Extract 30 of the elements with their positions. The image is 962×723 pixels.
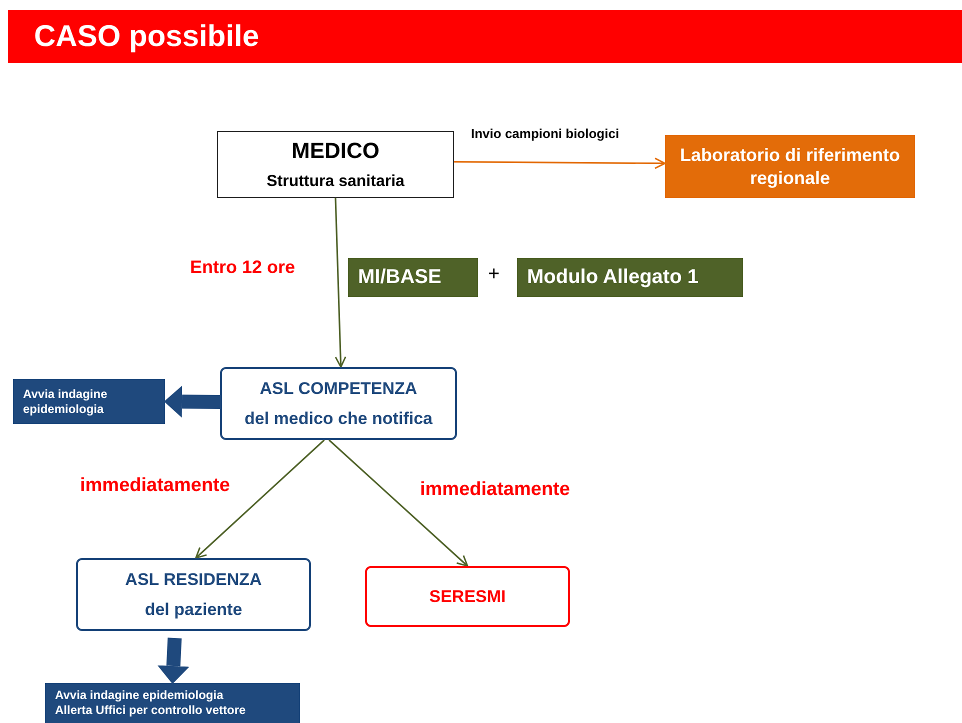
node-text: del medico che notifica xyxy=(244,408,432,429)
node-text: Avvia indagine epidemiologia xyxy=(23,386,108,416)
node-heading: ASL COMPETENZA xyxy=(260,378,418,400)
block-arrow xyxy=(164,386,222,418)
process-box xyxy=(365,566,570,627)
process-box xyxy=(220,367,457,440)
lab-box xyxy=(665,135,915,198)
node-text: del paziente xyxy=(144,598,242,620)
node-text: MI/BASE xyxy=(358,265,442,290)
action-box xyxy=(13,379,165,424)
node-text: Modulo Allegato 1 xyxy=(527,265,698,290)
node-text: Laboratorio di riferimento regionale xyxy=(678,144,902,189)
process-box xyxy=(76,558,311,631)
node-text: Avvia indagine epidemiologia xyxy=(55,688,224,703)
node-heading: MEDICO xyxy=(292,136,380,164)
form-box xyxy=(348,258,478,297)
arrow xyxy=(454,158,666,170)
node-text: Struttura sanitaria xyxy=(266,172,404,192)
action-box xyxy=(45,683,300,723)
arrow xyxy=(195,439,325,559)
arrow xyxy=(328,439,468,567)
title-banner: CASO possibile xyxy=(8,10,962,63)
node-text: SERESMI xyxy=(429,586,506,608)
arrow xyxy=(334,198,346,368)
form-box xyxy=(517,258,743,297)
block-arrow xyxy=(157,638,190,684)
edge-label: Invio campioni biologici xyxy=(471,126,620,141)
node-text: Allerta Uffici per controllo vettore xyxy=(55,703,246,718)
node-heading: ASL RESIDENZA xyxy=(125,569,262,590)
process-box xyxy=(217,131,454,198)
